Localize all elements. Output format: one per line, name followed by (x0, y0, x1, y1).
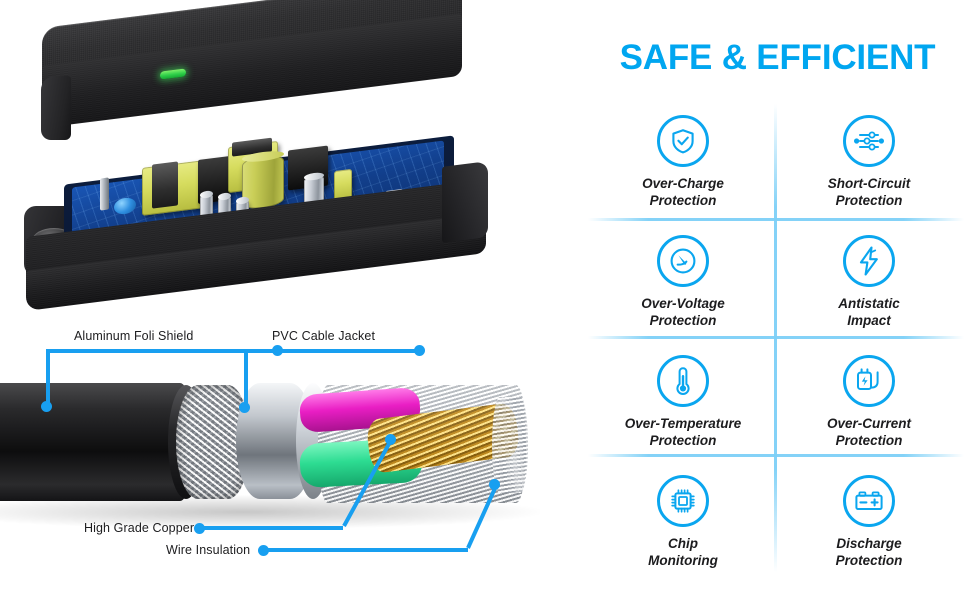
leader-line-vertical (46, 349, 50, 406)
feature-grid: Over-Charge Protection Sho (590, 100, 962, 580)
leader-dot (414, 345, 425, 356)
callout-label-wire-insulation: Wire Insulation (166, 543, 251, 557)
short-circuit-icon (843, 115, 895, 168)
features-panel: SAFE & EFFICIENT Over-Charge Protection (580, 0, 970, 600)
leader-dot (489, 479, 500, 490)
grid-divider-horizontal (588, 218, 964, 221)
charger-plug-icon (843, 355, 895, 408)
battery-icon (843, 475, 895, 528)
board-post (100, 177, 109, 211)
leader-dot (239, 402, 250, 413)
feature-label: Antistatic Impact (838, 296, 900, 328)
wire-strand-tips (492, 397, 528, 493)
feature-label: Over-Voltage Protection (641, 296, 725, 328)
callout-label-aluminum-foli-shield: Aluminum Foli Shield (74, 329, 194, 343)
product-illustration-panel: Aluminum Foli Shield PVC Cable Jacket Hi… (0, 0, 580, 600)
callout-label-pvc-cable-jacket: PVC Cable Jacket (272, 329, 376, 343)
leader-line-horizontal (46, 349, 278, 353)
grid-divider-horizontal (588, 454, 964, 457)
shield-check-icon (657, 115, 709, 168)
feature-label: Short-Circuit Protection (827, 176, 911, 208)
leader-line-vertical (244, 349, 248, 407)
feature-cell-over-voltage-protection[interactable]: Over-Voltage Protection (590, 220, 776, 340)
adapter-lid-left-cap (41, 76, 71, 140)
callout-label-high-grade-copper: High Grade Copper (84, 521, 195, 535)
feature-cell-antistatic-impact[interactable]: Antistatic Impact (776, 220, 962, 340)
feature-cell-short-circuit-protection[interactable]: Short-Circuit Protection (776, 100, 962, 220)
leader-dot (194, 523, 205, 534)
feature-label: Discharge Protection (835, 536, 903, 568)
cable-outer-jacket (0, 383, 194, 501)
grid-divider-horizontal (588, 336, 964, 339)
leader-line-horizontal (200, 526, 343, 530)
lightning-bolt-icon (843, 235, 895, 288)
leader-dot (385, 434, 396, 445)
leader-line-diagonal (466, 485, 498, 549)
transformer-left (142, 160, 204, 216)
feature-cell-discharge-protection[interactable]: Discharge Protection (776, 460, 962, 580)
page-title: SAFE & EFFICIENT (619, 38, 936, 77)
feature-cell-chip-monitoring[interactable]: Chip Monitoring (590, 460, 776, 580)
feature-label: Over-Temperature Protection (624, 416, 742, 448)
leader-dot (41, 401, 52, 412)
leader-line-horizontal (264, 548, 468, 552)
feature-cell-over-charge-protection[interactable]: Over-Charge Protection (590, 100, 776, 220)
leader-line-horizontal (244, 349, 420, 353)
adapter-base-with-pcb (24, 135, 488, 315)
feature-cell-over-temperature-protection[interactable]: Over-Temperature Protection (590, 340, 776, 460)
feature-label: Chip Monitoring (648, 536, 718, 568)
adapter-base-right-wall (442, 161, 488, 243)
adapter-lid-cable-notch (94, 121, 138, 153)
feature-label: Over-Charge Protection (642, 176, 724, 208)
voltage-gauge-icon (657, 235, 709, 288)
cpu-chip-icon (657, 475, 709, 528)
adapter-lid (41, 0, 462, 153)
thermometer-icon (657, 355, 709, 408)
feature-cell-over-current-protection[interactable]: Over-Current Protection (776, 340, 962, 460)
leader-dot (258, 545, 269, 556)
cable-cutaway (0, 355, 580, 555)
feature-label: Over-Current Protection (826, 416, 912, 448)
leader-line-diagonal (342, 441, 392, 527)
